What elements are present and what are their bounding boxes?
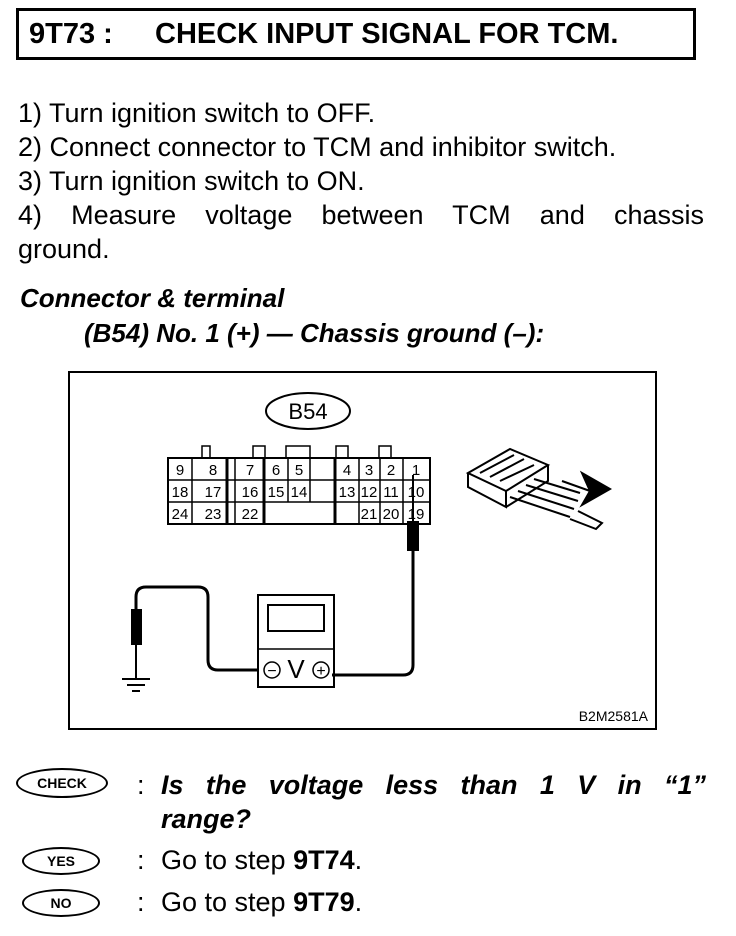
pin-label: 21 [361,506,378,523]
pin-label: 11 [383,484,399,501]
voltmeter [257,594,335,688]
step-3: 3) Turn ignition switch to ON. [18,166,365,196]
yes-badge: YES [22,847,100,875]
yes-step: 9T74 [293,845,355,875]
step-1: 1) Turn ignition switch to OFF. [18,98,376,128]
ground-icon [122,678,150,692]
connector-label-ellipse [265,392,351,430]
pin-label: 3 [365,462,373,479]
step-header: 9T73 : CHECK INPUT SIGNAL FOR TCM. [16,8,696,60]
diagram-svg: B54 9 8 7 6 [122,392,649,724]
pin-label: 13 [339,484,356,501]
step-4: 4) Measure voltage between TCM and chass… [18,200,704,230]
plus-terminal: + [316,663,325,680]
connector-sketch [465,447,613,531]
no-badge: NO [22,889,100,917]
figure-code: B2M2581A [579,708,649,724]
pin-label: 23 [205,506,222,523]
pin-label: 15 [268,484,285,501]
connector-b54 [167,445,431,525]
pin-label: 2 [387,462,395,479]
no-text: Go to step [161,887,294,917]
check-colon: : [137,770,145,800]
no-step: 9T79 [293,887,355,917]
pin-label: 6 [272,462,280,479]
pin-numbers: 9 8 7 6 5 4 3 2 1 18 17 16 15 14 13 12 1… [172,462,425,523]
pin-label: 22 [242,506,259,523]
procedure-steps: 1) Turn ignition switch to OFF. 2) Conne… [18,96,704,266]
yes-row: YES : Go to step 9T74. [16,843,706,877]
pin-label: 12 [361,484,378,501]
minus-terminal: − [267,663,276,680]
check-row: CHECK : Is the voltage less than 1 V in … [16,768,706,838]
pin-label: 14 [291,484,308,501]
step-4-continued: ground. [18,234,110,264]
yes-end: . [354,845,363,875]
pin-label: 16 [242,484,259,501]
step-title: CHECK INPUT SIGNAL FOR TCM. [155,18,619,50]
pin-label: 20 [383,506,400,523]
step-2: 2) Connect connector to TCM and inhibito… [18,132,617,162]
yes-answer: Go to step 9T74. [161,843,362,877]
wiring-diagram: B54 9 8 7 6 [68,371,657,730]
no-row: NO : Go to step 9T79. [16,885,706,919]
connector-label: B54 [288,399,327,424]
pin-label: 19 [408,506,425,523]
step-code: 9T73 : [29,18,113,50]
connector-title: Connector & terminal [20,283,285,313]
check-badge: CHECK [16,768,108,798]
no-end: . [354,887,363,917]
pin-label: 17 [205,484,222,501]
pin-label: 8 [209,462,217,479]
pin-label: 4 [343,462,351,479]
check-question-line1: Is the voltage less than 1 V in “1” [161,770,706,800]
ground-wire [131,585,258,679]
voltmeter-label: V [287,654,305,684]
check-question-line2: range? [161,804,252,834]
pin-label: 9 [176,462,184,479]
no-answer: Go to step 9T79. [161,885,362,919]
pin-label: 10 [408,484,425,501]
pin-label: 24 [172,506,189,523]
yes-text: Go to step [161,845,294,875]
pin-label: 1 [412,462,420,479]
connector-subtitle: (B54) No. 1 (+) — Chassis ground (–): [84,318,545,348]
yes-colon: : [137,845,145,875]
pin-label: 7 [246,462,254,479]
no-colon: : [137,887,145,917]
pin-label: 5 [295,462,303,479]
check-question: Is the voltage less than 1 V in “1” rang… [161,768,706,836]
pin-label: 18 [172,484,189,501]
probe-wire [332,475,419,677]
